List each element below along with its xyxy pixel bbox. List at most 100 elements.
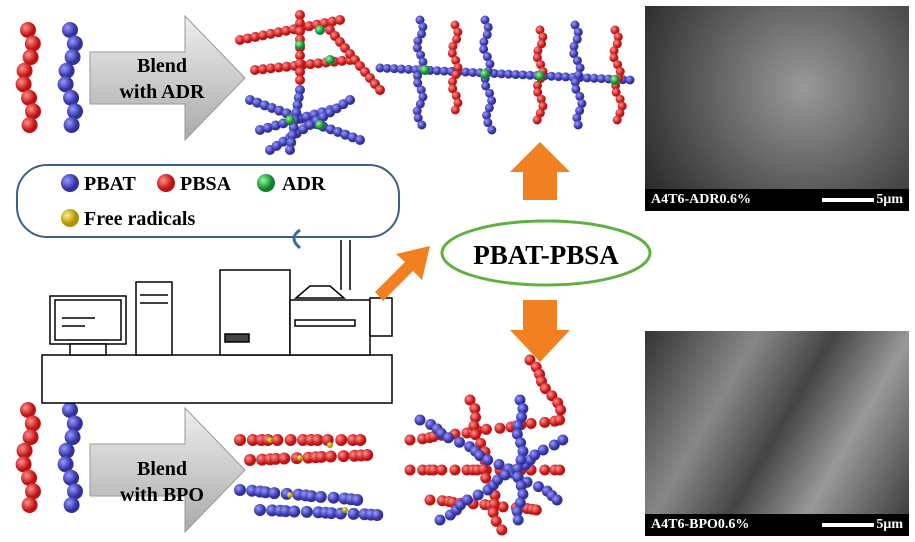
pbsa-bead [24, 103, 41, 120]
pbat-bead [554, 72, 564, 82]
pbat-bead [63, 469, 80, 486]
pbat-bead [569, 49, 579, 59]
pbsa-bead [525, 418, 537, 430]
pbsa-bead [404, 464, 416, 476]
adr-bead-icon [257, 174, 275, 192]
pbsa-bead [538, 101, 548, 111]
pbsa-bead [539, 464, 551, 476]
pbat-pbsa-label: PBAT-PBSA [473, 240, 619, 270]
adr-bead [480, 69, 490, 79]
pbsa-bead [273, 62, 284, 73]
pbat-bead [512, 471, 524, 483]
pbat-bead [62, 402, 78, 418]
pbat-bead [482, 454, 494, 466]
pbsa-bead [354, 434, 367, 446]
pbsa-bead [21, 469, 38, 486]
pbat-bead [511, 505, 523, 517]
pbsa-bead [470, 411, 482, 423]
pbsa-bead [451, 70, 461, 80]
free-radical-icon [61, 209, 79, 227]
pbat-bead [327, 491, 340, 504]
pbsa-bead [609, 46, 619, 56]
pbsa-bead [295, 10, 305, 20]
pbat-bead [511, 70, 521, 80]
pbat-bead [483, 118, 493, 128]
pbat-bead [515, 454, 527, 466]
pbat-bead [262, 122, 273, 133]
pbat-bead [487, 125, 497, 135]
pbsa-bead [610, 25, 620, 35]
mini-extruder-illustration [41, 228, 393, 404]
pbsa-bead [533, 80, 543, 90]
pbsa-bead [246, 434, 259, 446]
arrow-to-blend [375, 246, 430, 301]
pbat-bead [305, 490, 318, 503]
pbat-bead [234, 484, 246, 496]
pbat-bead [512, 514, 524, 526]
pbsa-bead [281, 25, 292, 36]
pbat-bead [482, 110, 492, 120]
pbsa-bead [16, 62, 33, 79]
blend-bpo-line2: with BPO [120, 484, 204, 506]
pbsa-bead [453, 27, 463, 37]
pbsa-bead [555, 404, 567, 416]
sem-image-adr: A4T6-ADR0.6% 5μm [645, 6, 909, 211]
pbsa-bead [554, 464, 566, 476]
pbat-bead [483, 22, 493, 32]
pbsa-bead [335, 15, 345, 25]
blend-bpo-arrow: Blend with BPO [89, 406, 246, 534]
pbat-bead [572, 56, 582, 66]
pbat-bead [413, 113, 423, 123]
pbsa-bead [478, 463, 490, 475]
pbat-bead [504, 69, 514, 79]
pbsa-bead [494, 422, 506, 434]
pbsa-bead [533, 46, 543, 56]
adr-bead [420, 65, 430, 75]
pbsa-bead [436, 464, 448, 476]
radical-bead [267, 437, 273, 443]
legend: PBAT PBSA ADR Free radicals [16, 164, 400, 238]
adr-bead [535, 71, 545, 81]
pbsa-bead [315, 450, 328, 463]
pbsa-bead [311, 434, 324, 446]
pbat-bead [58, 62, 75, 79]
pbat-bead [285, 145, 295, 155]
pbat-bead [518, 70, 528, 80]
legend-pbat: PBAT [84, 173, 137, 195]
pbsa-bead [496, 524, 508, 536]
radical-bead [342, 507, 348, 513]
pbsa-bead [281, 61, 292, 72]
pbat-bead [293, 92, 304, 103]
pbsa-bead [450, 105, 460, 115]
pbat-bead [66, 35, 83, 52]
radical-bead [287, 492, 293, 498]
pbat-bead [551, 494, 563, 506]
arrow-up [510, 142, 570, 200]
pbat-bead-icon [61, 174, 79, 192]
pbsa-bead [22, 429, 39, 446]
pbsa-bead [611, 87, 621, 97]
pbsa-bead [24, 415, 41, 432]
pbsa-bead [22, 49, 39, 66]
pbat-bead [515, 480, 527, 492]
pbsa-bead [539, 416, 551, 428]
blend-bpo-line1: Blend [137, 458, 187, 480]
pbsa-bead [335, 434, 348, 446]
pbat-bead [279, 505, 292, 518]
pbat-bead [268, 487, 281, 500]
pbsa-bead [615, 94, 625, 104]
pbsa-bead [451, 55, 461, 65]
pbsa-bead [271, 434, 284, 446]
pbat-bead [418, 92, 428, 102]
pbat-bead [351, 494, 364, 506]
pbsa-bead [295, 26, 305, 37]
pbsa-bead [537, 39, 547, 49]
adr-bead [295, 40, 305, 50]
pbat-bead [300, 505, 313, 518]
pbsa-bead [536, 94, 546, 104]
pbsa-bead [284, 434, 297, 446]
pbsa-bead [449, 464, 461, 476]
pbsa-bead [536, 60, 546, 70]
pbsa-bead [273, 27, 284, 38]
pbsa-bead [361, 449, 374, 461]
